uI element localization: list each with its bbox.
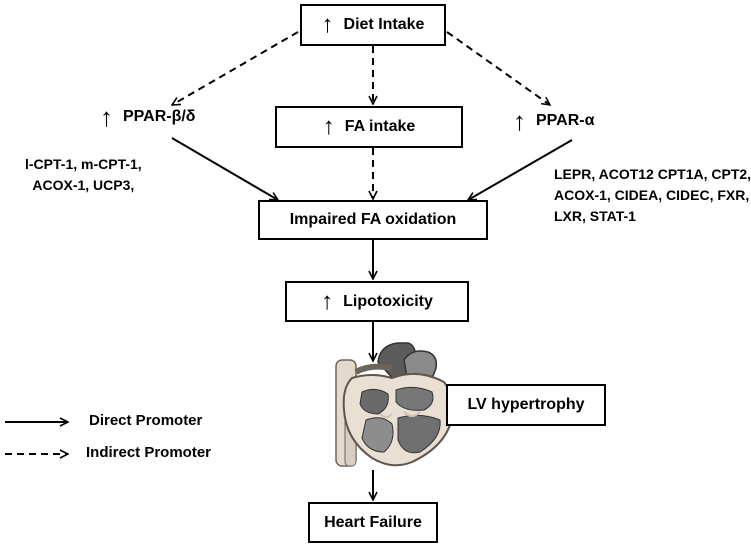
gene-line: LXR, STAT-1	[554, 208, 636, 224]
fa-intake-label: FA intake	[344, 118, 416, 135]
lv-hypertrophy-label: LV hypertrophy	[467, 396, 585, 413]
gene-line: ACOX-1, UCP3,	[32, 177, 135, 193]
diet-intake-label: Diet Intake	[343, 16, 425, 33]
increase-arrow-icon: ↑	[513, 106, 526, 136]
arrow-ppar-bd-to-impaired	[171, 137, 278, 200]
legend-indirect-promoter: Indirect Promoter	[86, 444, 212, 461]
ppar-beta-delta-label: PPAR-β/δ	[123, 108, 196, 125]
increase-arrow-icon: ↑	[321, 287, 334, 315]
increase-arrow-icon: ↑	[322, 113, 335, 140]
lv-hypertrophy-box: LV hypertrophy	[446, 384, 606, 426]
increase-arrow-icon: ↑	[321, 11, 334, 38]
heart-illustration	[335, 342, 454, 467]
lipotoxicity-box: ↑ Lipotoxicity	[285, 281, 469, 322]
lipotoxicity-label: Lipotoxicity	[343, 292, 433, 310]
arrow-diet-to-ppar-a	[446, 31, 550, 105]
impaired-fa-oxidation-box: Impaired FA oxidation	[258, 200, 488, 240]
fa-intake-box: ↑ FA intake	[275, 106, 463, 148]
legend-direct-promoter: Direct Promoter	[89, 412, 203, 429]
ppar-bd-target-genes: l-CPT-1, m-CPT-1, ACOX-1, UCP3,	[25, 154, 142, 196]
ppar-a-target-genes: LEPR, ACOT12 CPT1A, CPT2, ACOX-1, CIDEA,…	[554, 164, 751, 227]
arrow-ppar-a-to-impaired	[468, 139, 573, 200]
gene-line: l-CPT-1, m-CPT-1,	[25, 156, 142, 172]
gene-line: ACOX-1, CIDEA, CIDEC, FXR,	[554, 187, 750, 203]
impaired-fa-oxidation-label: Impaired FA oxidation	[289, 211, 457, 228]
ppar-alpha-label: PPAR-α	[536, 112, 595, 129]
ppar-alpha-node: ↑ PPAR-α	[513, 108, 594, 134]
diet-intake-box: ↑ Diet Intake	[300, 4, 446, 46]
arrow-diet-to-ppar-bd	[172, 31, 299, 105]
heart-failure-box: Heart Failure	[308, 502, 438, 543]
heart-failure-label: Heart Failure	[324, 513, 422, 531]
ppar-beta-delta-node: ↑ PPAR-β/δ	[100, 104, 196, 130]
increase-arrow-icon: ↑	[100, 102, 113, 132]
gene-line: LEPR, ACOT12 CPT1A, CPT2,	[554, 166, 751, 182]
